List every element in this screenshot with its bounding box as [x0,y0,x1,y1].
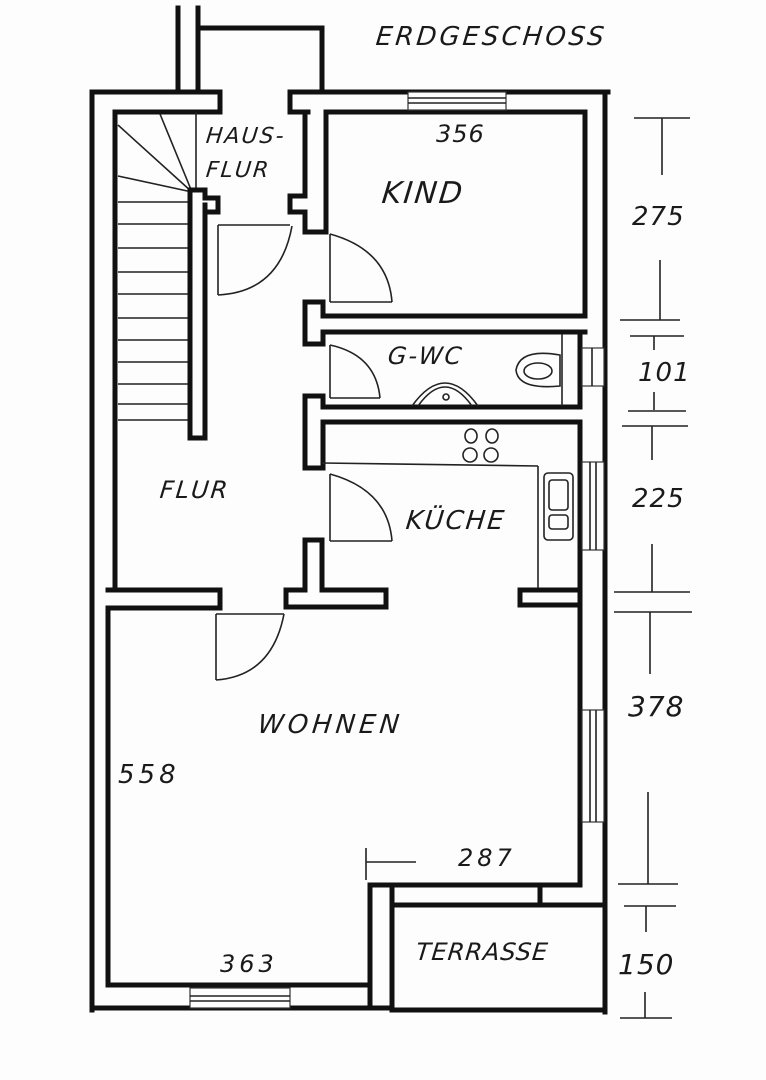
dimension-wohnen-width-bottom: 363 [220,950,278,978]
dimension-chain-right [614,117,692,1019]
side-dimension-1: 275 [632,202,685,232]
outer-walls [89,89,611,1015]
dimension-wohnen-height: 558 [118,760,180,790]
staircase [117,112,221,441]
fixtures [321,334,574,588]
room-label-hausflur-2: FLUR [204,158,272,183]
room-label-kind: KIND [380,176,466,211]
side-dimension-5: 150 [618,948,675,981]
dimension-marker-wohnen [365,848,416,880]
windows [189,91,605,1009]
side-dimension-4: 378 [628,690,685,723]
drawing-title: ERDGESCHOSS [374,22,609,52]
doors [215,233,393,681]
dimension-kind-width: 356 [436,120,485,148]
room-label-flur: FLUR [158,476,231,504]
side-dimension-2: 101 [638,358,691,388]
room-label-terrasse: TERRASSE [414,938,550,966]
room-label-hausflur-1: HAUS- [204,124,287,149]
side-dimension-3: 225 [632,484,685,514]
interior-walls [105,109,608,1013]
room-label-wohnen: WOHNEN [256,710,405,740]
dimension-wohnen-width-right: 287 [458,844,516,872]
room-label-kueche: KÜCHE [404,506,508,536]
room-label-gwc: G-WC [386,342,465,370]
door-hausflur [217,224,293,296]
entrance-canopy [175,5,325,93]
